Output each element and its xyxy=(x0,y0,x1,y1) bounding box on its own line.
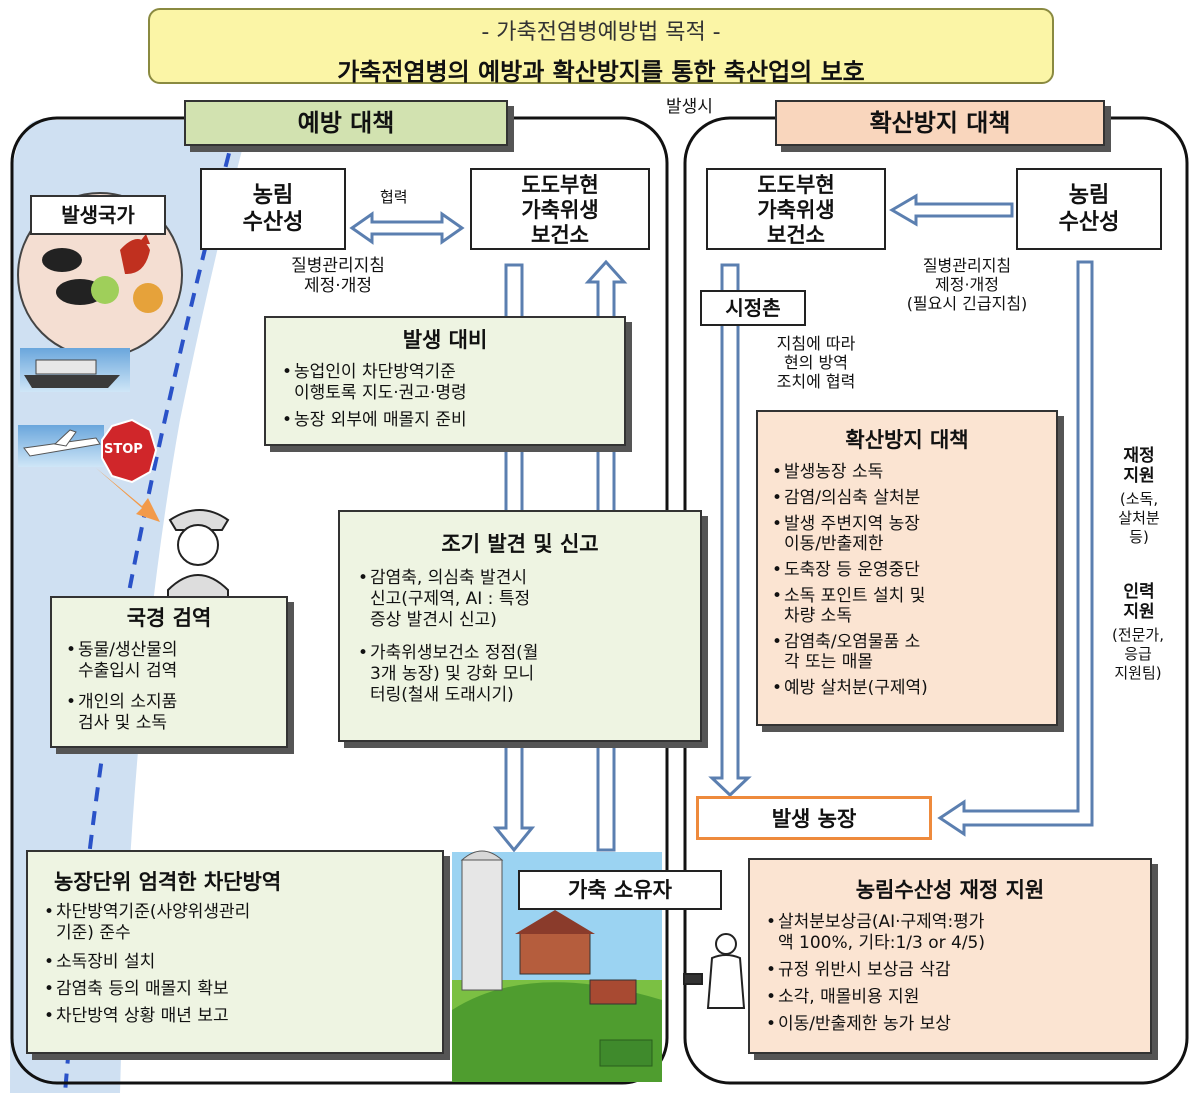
manpower-support-label: 인력 지원 xyxy=(1123,582,1155,622)
financial-support-item: 소각, 매몰비용 지원 xyxy=(766,987,1134,1008)
municipality-box: 시정촌 xyxy=(700,290,806,326)
farm-biosecurity-item: 차단방역 상황 매년 보고 xyxy=(44,1006,426,1027)
early-detection-box: 조기 발견 및 신고 감염축, 의심축 발견시 신고(구제역, AI : 특정 … xyxy=(338,510,702,742)
spread-measures-item: 감염/의심축 살처분 xyxy=(772,488,1042,508)
stop-sign-text: STOP xyxy=(104,442,143,457)
occurrence-label: 발생시 xyxy=(666,97,713,117)
farm-biosecurity-list: 차단방역기준(사양위생관리 기준) 준수 소독장비 설치 감염축 등의 매몰지 … xyxy=(44,902,426,1027)
spread-prevention-title: 확산방지 대책 xyxy=(775,100,1105,146)
airplane-icon xyxy=(18,425,104,467)
purpose-header-line1: - 가축전염병예방법 목적 - xyxy=(481,20,721,45)
ministry-to-prefecture-arrow xyxy=(889,193,1014,227)
spread-measures-box: 확산방지 대책 발생농장 소독 감염/의심축 살처분 발생 주변지역 농장 이동… xyxy=(756,410,1058,726)
financial-support-detail: (소독, 살처분 등) xyxy=(1118,490,1160,546)
municipality-follow-label: 지침에 따라 현의 방역 조치에 협력 xyxy=(776,334,856,391)
outbreak-farm-box: 발생 농장 xyxy=(696,796,932,840)
veterinarian-icon xyxy=(683,933,746,1009)
spread-measures-item: 예방 살처분(구제역) xyxy=(772,678,1042,698)
livestock-owner-label: 가축 소유자 xyxy=(518,870,722,910)
ship-icon xyxy=(20,348,130,392)
livestock-icons xyxy=(42,234,163,313)
right-guideline-label: 질병관리지침 제정·개정 (필요시 긴급지침) xyxy=(906,256,1028,313)
financial-support-list: 살처분보상금(AI·구제역:평가 액 100%, 기타:1/3 or 4/5) … xyxy=(766,912,1134,1035)
financial-support-label: 재정 지원 xyxy=(1123,446,1155,486)
spread-measures-item: 소독 포인트 설치 및 차량 소독 xyxy=(772,586,1042,626)
early-detection-list: 감염축, 의심축 발견시 신고(구제역, AI : 특정 증상 발견시 신고) … xyxy=(358,568,682,706)
financial-support-item: 살처분보상금(AI·구제역:평가 액 100%, 기타:1/3 or 4/5) xyxy=(766,912,1134,954)
prevention-title: 예방 대책 xyxy=(184,100,508,146)
farm-biosecurity-title: 농장단위 엄격한 차단방역 xyxy=(54,870,282,894)
border-quarantine-box: 국경 검역 동물/생산물의 수출입시 검역 개인의 소지품 검사 및 소독 xyxy=(50,596,288,748)
left-ministry-box: 농림 수산성 xyxy=(200,168,346,250)
ministry-to-farm-arrow xyxy=(937,260,1094,837)
early-detection-item: 감염축, 의심축 발견시 신고(구제역, AI : 특정 증상 발견시 신고) xyxy=(358,568,682,631)
left-prefecture-box: 도도부현 가축위생 보건소 xyxy=(470,168,650,250)
cooperation-arrow xyxy=(349,211,465,245)
entry-arrow xyxy=(96,468,160,522)
left-guideline-label: 질병관리지침 제정·개정 xyxy=(291,256,385,296)
prep-list: 농업인이 차단방역기준 이행토록 지도·권고·명령 농장 외부에 매몰지 준비 xyxy=(282,362,608,431)
prep-box: 발생 대비 농업인이 차단방역기준 이행토록 지도·권고·명령 농장 외부에 매… xyxy=(264,316,626,446)
stop-sign xyxy=(101,418,158,484)
border-quarantine-list: 동물/생산물의 수출입시 검역 개인의 소지품 검사 및 소독 xyxy=(66,640,272,734)
spread-measures-list: 발생농장 소독 감염/의심축 살처분 발생 주변지역 농장 이동/반출제한 도축… xyxy=(772,462,1042,698)
prep-item: 농장 외부에 매몰지 준비 xyxy=(282,410,608,431)
spread-measures-title: 확산방지 대책 xyxy=(845,428,969,452)
spread-measures-item: 도축장 등 운영중단 xyxy=(772,560,1042,580)
officer-icon xyxy=(167,509,230,599)
prep-title: 발생 대비 xyxy=(402,328,488,352)
spread-measures-item: 발생농장 소독 xyxy=(772,462,1042,482)
spread-measures-item: 감염축/오염물품 소 각 또는 매몰 xyxy=(772,632,1042,672)
purpose-header-line2: 가축전염병의 예방과 확산방지를 통한 축산업의 보호 xyxy=(337,58,865,86)
financial-support-title: 농림수산성 재정 지원 xyxy=(855,878,1045,902)
outbreak-country-label: 발생국가 xyxy=(30,195,166,235)
financial-support-item: 이동/반출제한 농가 보상 xyxy=(766,1014,1134,1035)
purpose-header: - 가축전염병예방법 목적 - 가축전염병의 예방과 확산방지를 통한 축산업의… xyxy=(148,8,1054,86)
down-arrow-municipality xyxy=(708,263,752,798)
border-quarantine-item: 동물/생산물의 수출입시 검역 xyxy=(66,640,272,682)
manpower-support-detail: (전문가, 응급 지원팀) xyxy=(1111,626,1165,682)
cooperation-label: 협력 xyxy=(380,188,408,206)
spread-measures-item: 발생 주변지역 농장 이동/반출제한 xyxy=(772,514,1042,554)
border-quarantine-item: 개인의 소지품 검사 및 소독 xyxy=(66,692,272,734)
early-detection-item: 가축위생보건소 정점(월 3개 농장) 및 강화 모니 터링(철새 도래시기) xyxy=(358,643,682,706)
right-ministry-box: 농림 수산성 xyxy=(1016,168,1162,250)
farm-biosecurity-box: 농장단위 엄격한 차단방역 차단방역기준(사양위생관리 기준) 준수 소독장비 … xyxy=(26,850,444,1054)
financial-support-box: 농림수산성 재정 지원 살처분보상금(AI·구제역:평가 액 100%, 기타:… xyxy=(748,858,1152,1054)
farm-biosecurity-item: 차단방역기준(사양위생관리 기준) 준수 xyxy=(44,902,426,944)
farm-biosecurity-item: 감염축 등의 매몰지 확보 xyxy=(44,979,426,1000)
border-quarantine-title: 국경 검역 xyxy=(126,606,212,630)
early-detection-title: 조기 발견 및 신고 xyxy=(441,532,599,556)
right-prefecture-box: 도도부현 가축위생 보건소 xyxy=(706,168,886,250)
prep-item: 농업인이 차단방역기준 이행토록 지도·권고·명령 xyxy=(282,362,608,404)
farm-biosecurity-item: 소독장비 설치 xyxy=(44,952,426,973)
financial-support-item: 규정 위반시 보상금 삭감 xyxy=(766,960,1134,981)
